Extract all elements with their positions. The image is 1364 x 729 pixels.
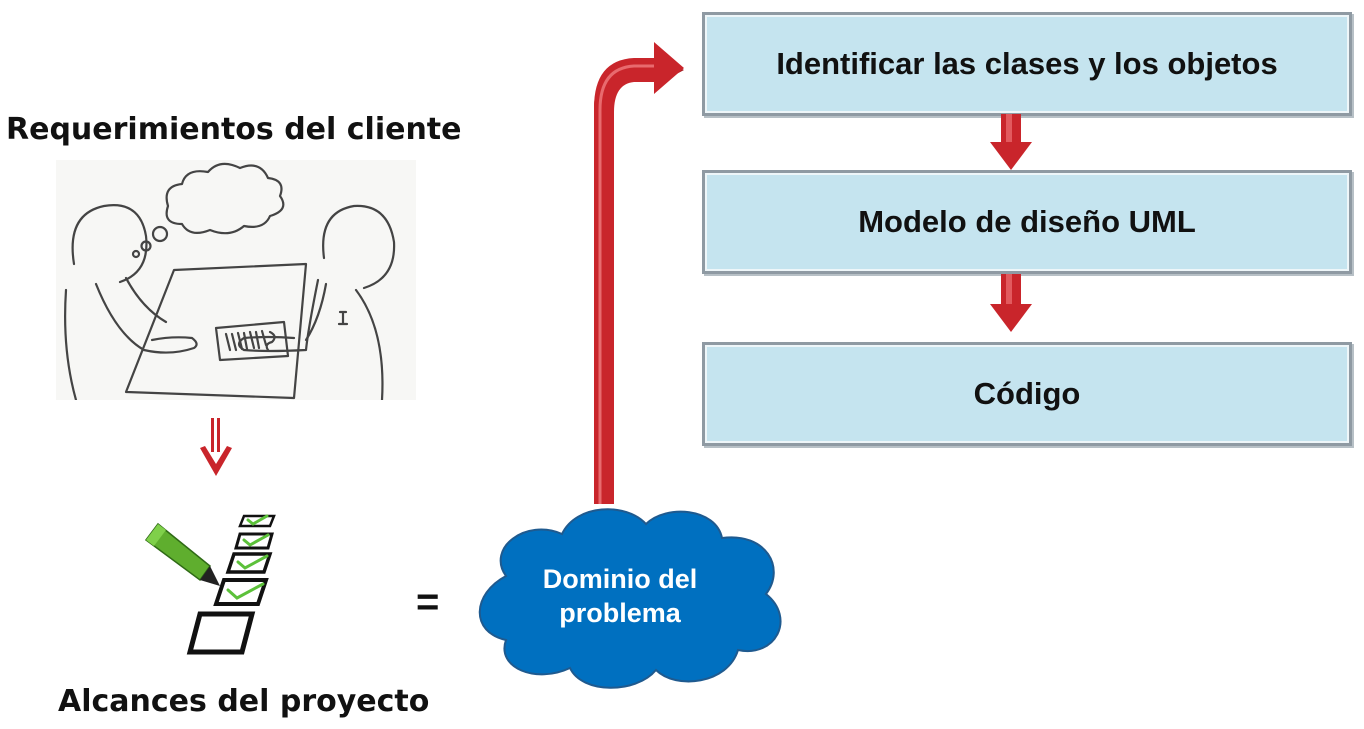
step-code-label: Código bbox=[973, 376, 1081, 411]
curved-arrow bbox=[594, 42, 684, 504]
step-uml-model-label: Modelo de diseño UML bbox=[858, 204, 1196, 239]
down-arrow-icon bbox=[200, 418, 232, 476]
equals-sign: = bbox=[416, 580, 440, 624]
step-uml-model: Modelo de diseño UML bbox=[702, 170, 1352, 274]
meeting-sketch-icon bbox=[56, 160, 416, 400]
cloud-label-line2: problema bbox=[559, 598, 681, 628]
requirements-title: Requerimientos del cliente bbox=[6, 112, 462, 147]
step-identify-classes-label: Identificar las clases y los objetos bbox=[776, 46, 1278, 81]
cloud-shape bbox=[478, 508, 782, 689]
cloud-label-line1: Dominio del bbox=[542, 564, 698, 594]
down-arrow-icon bbox=[990, 114, 1032, 170]
checklist-pen-icon bbox=[144, 514, 276, 655]
scope-title: Alcances del proyecto bbox=[58, 684, 430, 719]
step-code: Código bbox=[702, 342, 1352, 446]
cloud-label: Dominio del problema bbox=[512, 562, 728, 630]
down-arrow-icon bbox=[990, 274, 1032, 332]
step-identify-classes: Identificar las clases y los objetos bbox=[702, 12, 1352, 116]
